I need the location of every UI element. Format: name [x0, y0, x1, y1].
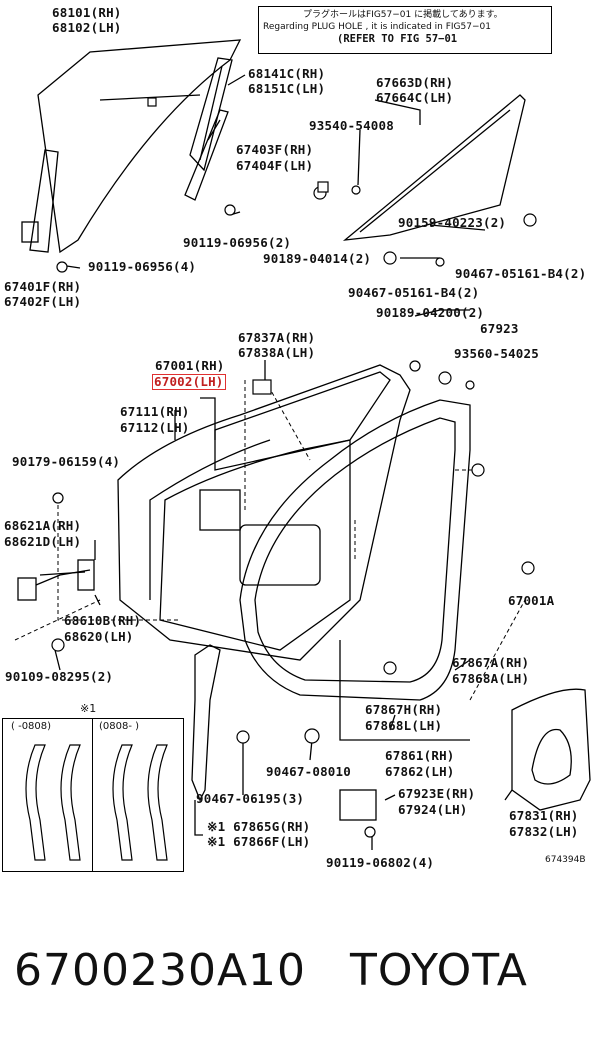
label-67832: 67832(LH) — [509, 824, 579, 839]
plug-hole-notice: プラグホールはFIG57−01 に掲載してあります。 Regarding PLU… — [258, 6, 552, 54]
label-68621d: 68621D(LH) — [4, 534, 82, 549]
label-90109: 90109-08295(2) — [5, 669, 114, 684]
label-90189-b: 90189-04200(2) — [376, 305, 485, 320]
footer-caption: 6700230A10 TOYOTA — [14, 945, 528, 996]
label-67001: 67001(RH) — [155, 358, 225, 373]
label-68141c: 68141C(RH) — [248, 66, 326, 81]
label-90179: 90179-06159(4) — [12, 454, 121, 469]
label-67867a: 67867A(RH) — [452, 655, 530, 670]
label-67924: 67924(LH) — [398, 802, 468, 817]
label-67402f: 67402F(LH) — [4, 294, 82, 309]
label-90189-a: 90189-04014(2) — [263, 251, 372, 266]
label-90467-b: 90467-05161-B4(2) — [348, 285, 480, 300]
label-67868a: 67868A(LH) — [452, 671, 530, 686]
part-number: 6700230A10 — [14, 945, 307, 996]
inset-col1-heading: ( -0808) — [11, 721, 52, 732]
label-67865g: ※1 67865G(RH) — [207, 819, 311, 834]
label-68102: 68102(LH) — [52, 20, 122, 35]
label-90119-c: 90119-06802(4) — [326, 855, 435, 870]
label-90119-a: 90119-06956(2) — [183, 235, 292, 250]
label-90119-b: 90119-06956(4) — [88, 259, 197, 274]
label-67868l: 67868L(LH) — [365, 718, 443, 733]
label-67112: 67112(LH) — [120, 420, 190, 435]
label-90467-a: 90467-05161-B4(2) — [455, 266, 587, 281]
notice-line-en: Regarding PLUG HOLE , it is indicated in… — [263, 22, 491, 32]
label-68610b: 68610B(RH) — [64, 613, 142, 628]
label-68621a: 68621A(RH) — [4, 518, 82, 533]
notice-line-jp: プラグホールはFIG57−01 に掲載してあります。 — [303, 10, 503, 20]
label-67401f: 67401F(RH) — [4, 279, 82, 294]
label-67663d: 67663D(RH) — [376, 75, 454, 90]
label-67838a: 67838A(LH) — [238, 345, 316, 360]
label-93540: 93540-54008 — [309, 118, 394, 133]
label-67837a: 67837A(RH) — [238, 330, 316, 345]
label-93560: 93560-54025 — [454, 346, 539, 361]
label-90467-d: 90467-06195(3) — [196, 791, 305, 806]
label-90159: 90159-40223(2) — [398, 215, 507, 230]
label-67861: 67861(RH) — [385, 748, 455, 763]
label-67404f: 67404F(LH) — [236, 158, 314, 173]
parts-diagram: プラグホールはFIG57−01 に掲載してあります。 Regarding PLU… — [2, 5, 591, 872]
label-68620: 68620(LH) — [64, 629, 134, 644]
brand-name: TOYOTA — [350, 945, 528, 996]
label-67862: 67862(LH) — [385, 764, 455, 779]
inset-divider — [92, 719, 93, 871]
label-67923e: 67923E(RH) — [398, 786, 476, 801]
inset-variant-box: ( -0808) (0808- ) — [2, 718, 184, 872]
label-67664c: 67664C(LH) — [376, 90, 454, 105]
label-67002-highlighted: 67002(LH) — [152, 374, 226, 390]
label-90467-c: 90467-08010 — [266, 764, 351, 779]
label-67923: 67923 — [480, 321, 519, 336]
inset-marker: ※1 — [80, 702, 97, 715]
door-assembly-drawing — [14, 39, 591, 861]
label-67111: 67111(RH) — [120, 404, 190, 419]
label-67831: 67831(RH) — [509, 808, 579, 823]
label-68101: 68101(RH) — [52, 5, 122, 20]
label-67001a: 67001A — [508, 593, 555, 608]
notice-refer: (REFER TO FIG 57−01 — [337, 33, 458, 45]
label-68151c: 68151C(LH) — [248, 81, 326, 96]
inset-col2-heading: (0808- ) — [99, 721, 140, 732]
label-67867h: 67867H(RH) — [365, 702, 443, 717]
label-67403f: 67403F(RH) — [236, 142, 314, 157]
diagram-code: 674394B — [545, 855, 586, 865]
label-67866f: ※1 67866F(LH) — [207, 834, 311, 849]
